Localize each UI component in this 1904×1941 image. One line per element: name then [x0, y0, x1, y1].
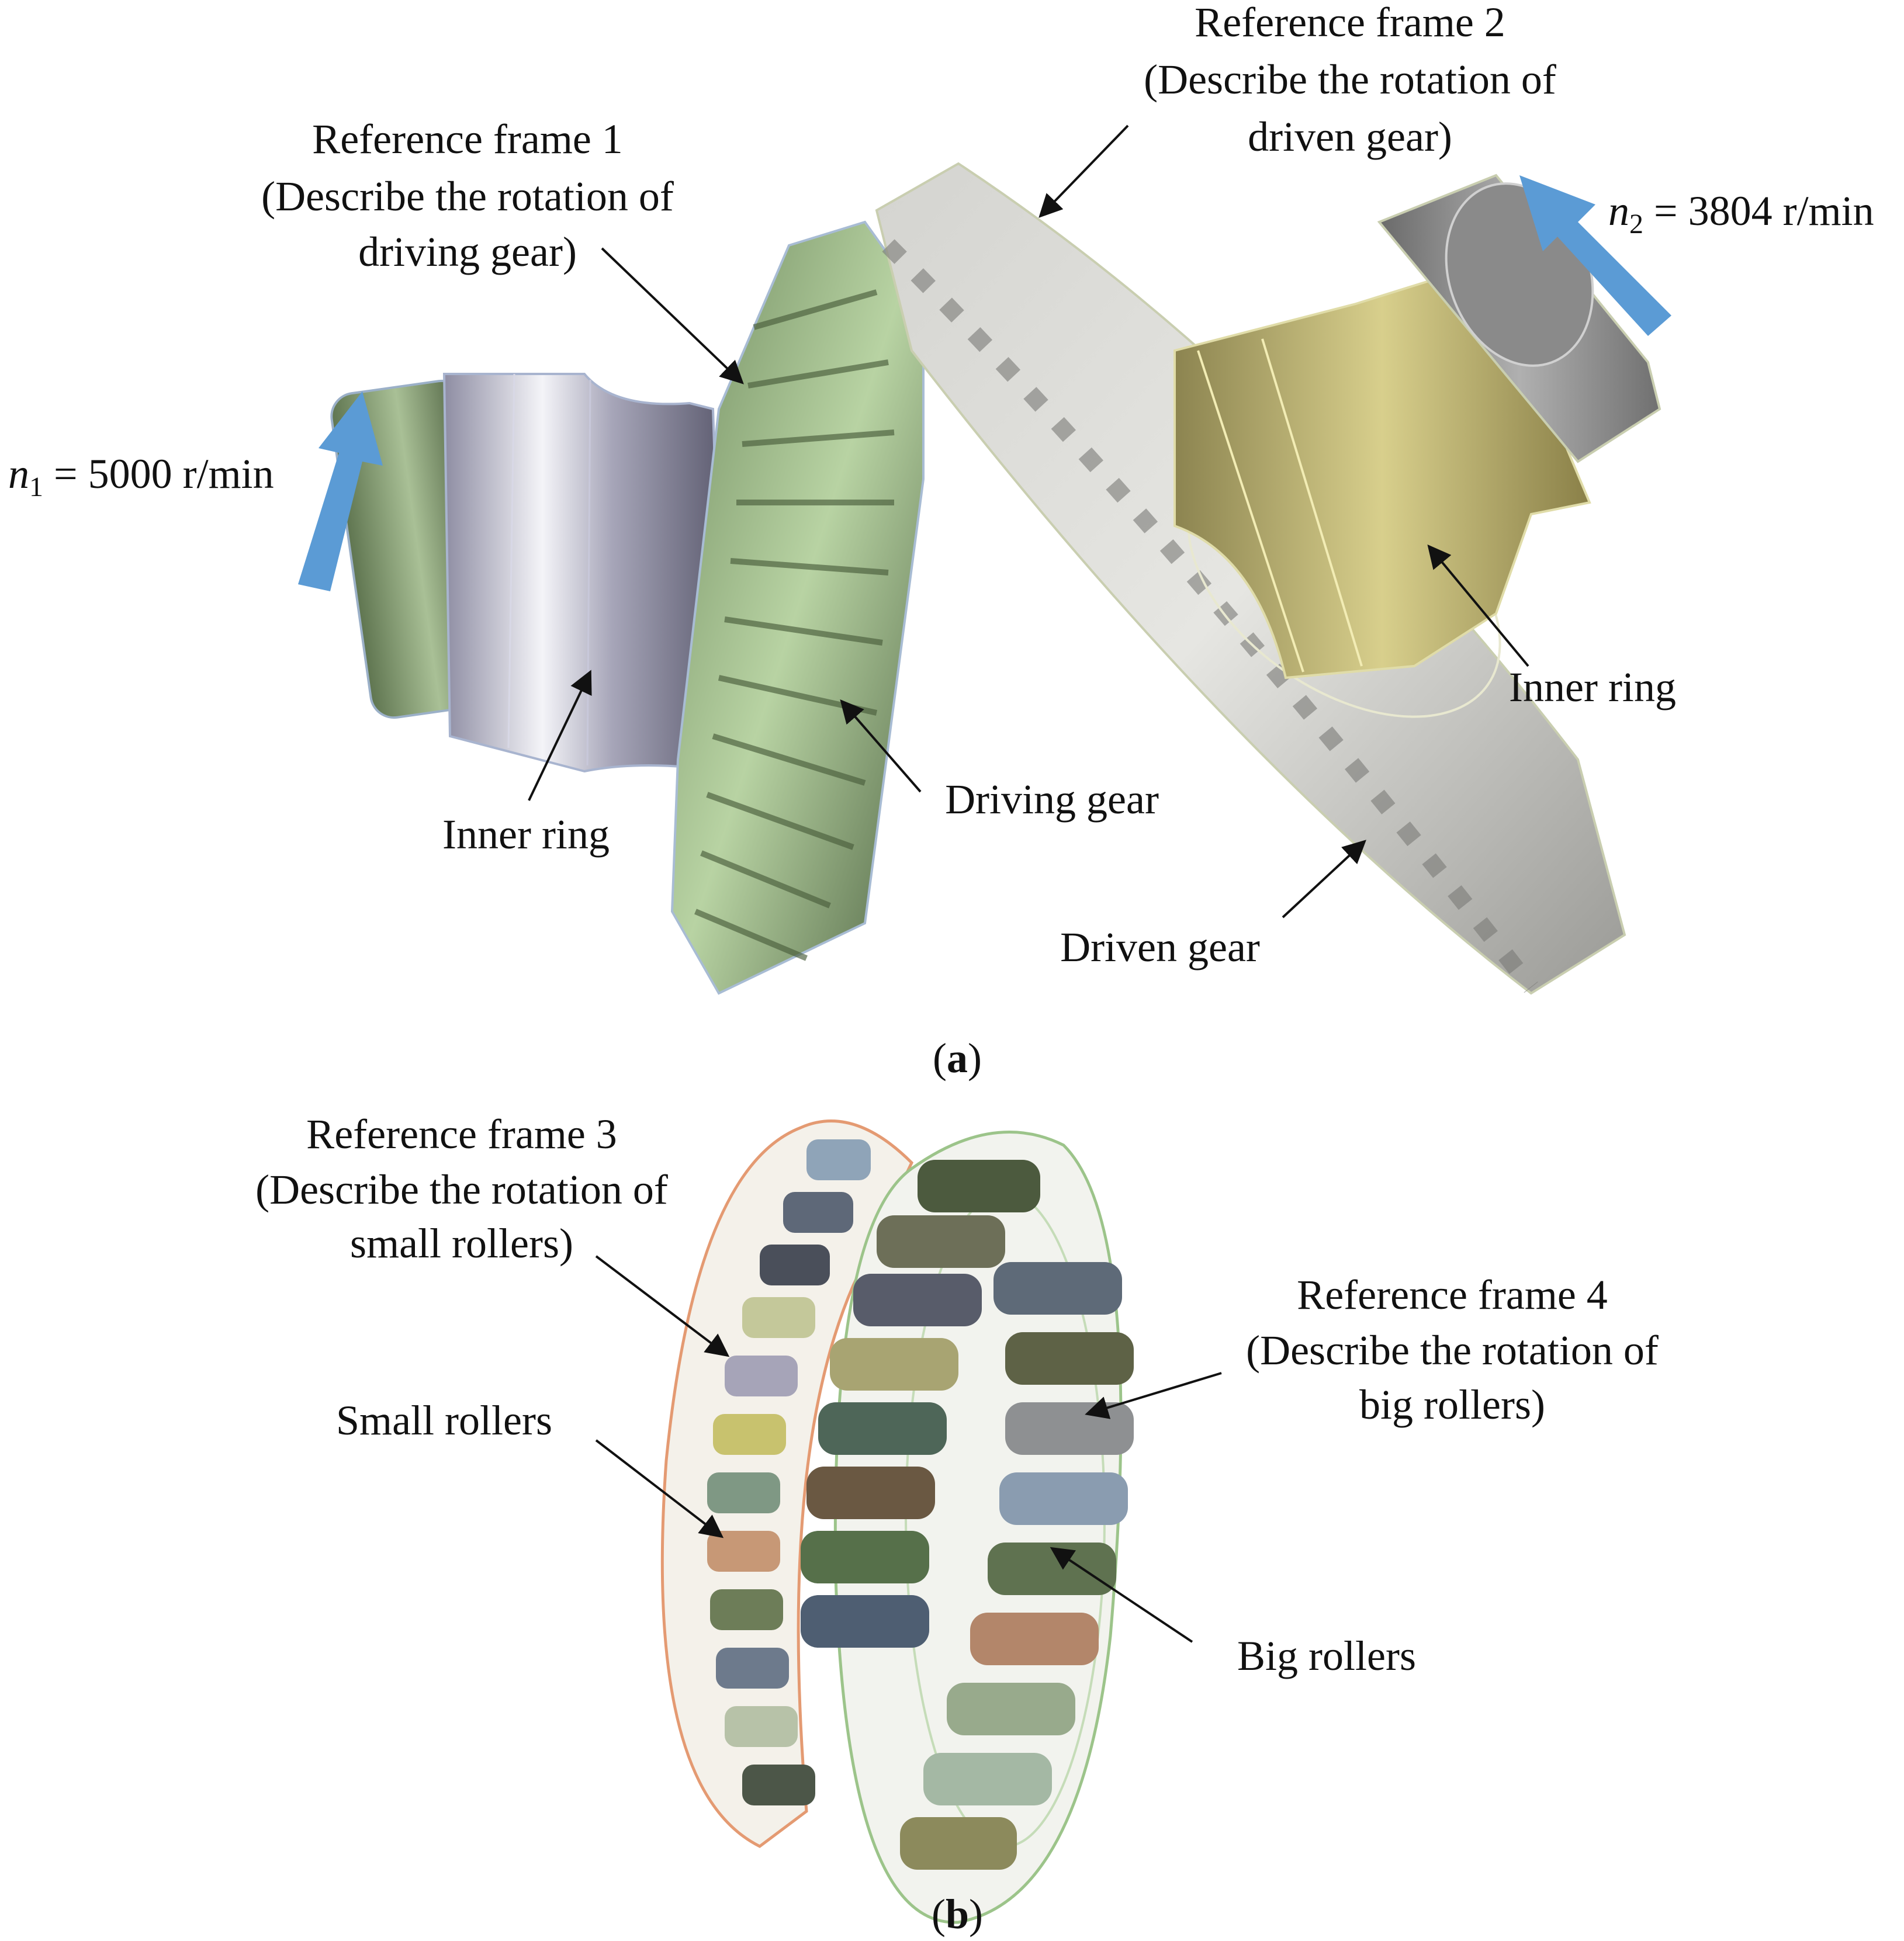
leader-small-rollers: [595, 1439, 724, 1538]
ref-frame-1-line2: (Describe the rotation of: [261, 173, 674, 220]
speed-2-label: n2 = 3804 r/min: [1608, 188, 1874, 240]
ref-frame-3-line3: small rollers): [350, 1220, 573, 1267]
ref-frame-2-line3: driven gear): [1248, 113, 1452, 160]
speed-1-value: = 5000 r/min: [43, 450, 274, 497]
ref-frame-4-title: Reference frame 4: [1297, 1271, 1608, 1318]
driving-gear-label: Driving gear: [945, 776, 1159, 823]
ref-frame-1-title: Reference frame 1: [312, 116, 623, 162]
big-roller-set: [801, 1160, 1134, 1870]
leader-ref-frame-1: [601, 247, 744, 384]
big-rollers-label: Big rollers: [1237, 1632, 1416, 1679]
rotation-arrow-2: [1519, 175, 1671, 336]
leader-ref-frame-2: [1038, 124, 1129, 218]
panel-b-caption-letter: b: [946, 1891, 969, 1937]
panel-b-caption: (b): [932, 1891, 983, 1937]
driven-gear-label: Driven gear: [1060, 924, 1260, 970]
small-roller-ring: [660, 1119, 914, 1848]
inner-ring-right-shape: [1173, 273, 1591, 680]
speed-2-symbol: n: [1608, 188, 1629, 234]
speed-1-label: n1 = 5000 r/min: [8, 450, 274, 502]
ref-frame-3-title: Reference frame 3: [306, 1111, 617, 1157]
speed-1-subscript: 1: [29, 472, 43, 502]
small-roller-set: [707, 1139, 871, 1805]
ref-frame-4-line2: (Describe the rotation of: [1246, 1327, 1659, 1374]
ref-frame-2-title: Reference frame 2: [1195, 0, 1505, 46]
ref-frame-4-line3: big rollers): [1359, 1381, 1545, 1428]
panel-a-caption-letter: a: [947, 1035, 968, 1082]
inner-ring-right-label: Inner ring: [1509, 664, 1676, 710]
ref-frame-1-line3: driving gear): [358, 228, 577, 275]
speed-1-symbol: n: [8, 450, 29, 497]
panel-b-drawing: [595, 1119, 1222, 1924]
speed-2-subscript: 2: [1629, 209, 1643, 240]
panel-a-caption: (a): [933, 1035, 982, 1082]
leader-ref-frame-3: [595, 1255, 730, 1357]
big-roller-ring: [801, 1131, 1134, 1924]
inner-ring-left-label: Inner ring: [442, 811, 610, 858]
leader-big-rollers: [1050, 1547, 1193, 1643]
rotation-arrow-1: [298, 391, 383, 591]
leader-ref-frame-4: [1085, 1372, 1222, 1419]
leader-inner-ring-left: [528, 670, 592, 801]
driving-gear-shape: [670, 220, 925, 995]
ref-frame-3-line2: (Describe the rotation of: [255, 1166, 668, 1213]
panel-a-drawing: [298, 124, 1671, 995]
small-rollers-label: Small rollers: [336, 1397, 552, 1444]
ref-frame-2-line2: (Describe the rotation of: [1144, 56, 1556, 103]
speed-2-value: = 3804 r/min: [1643, 188, 1874, 234]
leader-inner-ring-right: [1427, 544, 1529, 667]
leader-driving-gear: [840, 699, 922, 793]
leader-driven-gear: [1282, 840, 1366, 918]
